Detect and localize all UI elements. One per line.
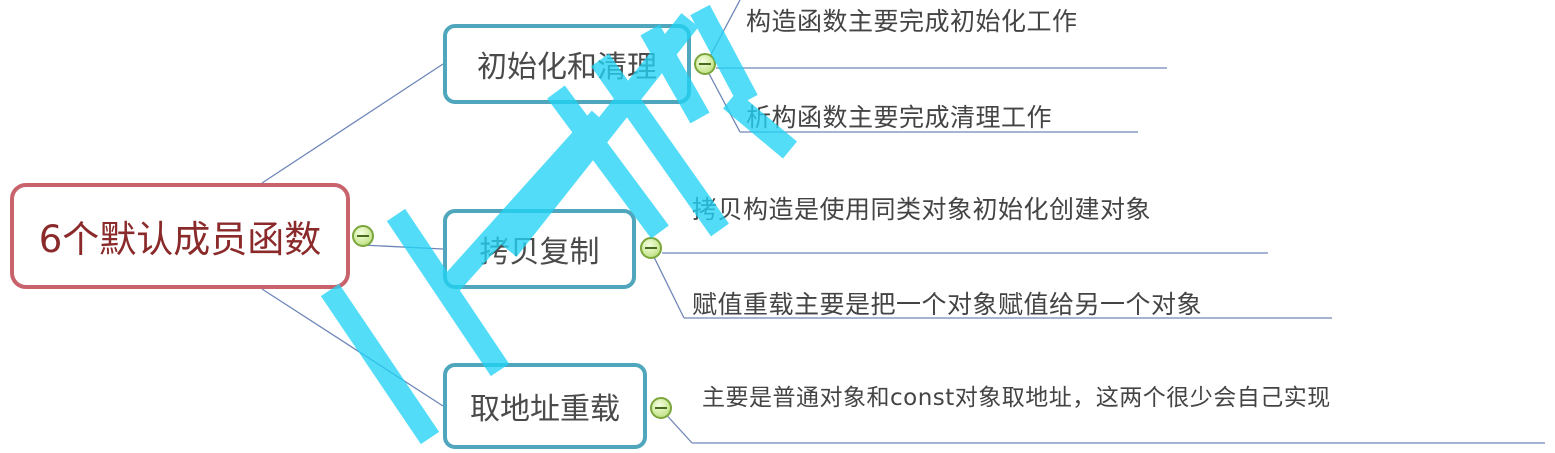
root-node[interactable]: 6个默认成员函数 bbox=[10, 183, 350, 289]
leaf-text: 拷贝构造是使用同类对象初始化创建对象 bbox=[692, 195, 1152, 224]
branch-label: 取地址重载 bbox=[470, 392, 620, 427]
branch-label: 初始化和清理 bbox=[477, 50, 657, 85]
connector-root-to-branch-2 bbox=[361, 244, 444, 250]
branch-node-copy[interactable]: 拷贝复制 bbox=[443, 209, 636, 289]
minus-circle-icon[interactable] bbox=[650, 397, 672, 419]
leaf-text: 构造函数主要完成初始化工作 bbox=[746, 7, 1078, 36]
branch-node-init-cleanup[interactable]: 初始化和清理 bbox=[443, 24, 691, 104]
minus-circle-icon[interactable] bbox=[694, 53, 716, 75]
connector-branch-1-leaf-2 bbox=[705, 67, 741, 133]
branch-node-address-of[interactable]: 取地址重载 bbox=[443, 363, 647, 449]
leaf-text: 主要是普通对象和const对象取地址，这两个很少会自己实现 bbox=[702, 385, 1331, 411]
leaf-text: 析构函数主要完成清理工作 bbox=[746, 103, 1053, 132]
root-label: 6个默认成员函数 bbox=[38, 218, 322, 261]
branch-label: 拷贝复制 bbox=[479, 235, 600, 270]
connector-root-to-branch-1 bbox=[261, 63, 444, 184]
minus-circle-icon[interactable] bbox=[640, 237, 662, 259]
leaf-text: 赋值重载主要是把一个对象赋值给另一个对象 bbox=[692, 290, 1203, 319]
connector-branch-2-leaf-2 bbox=[651, 252, 685, 319]
minus-circle-icon[interactable] bbox=[352, 225, 374, 247]
connector-root-to-branch-3 bbox=[261, 288, 444, 407]
